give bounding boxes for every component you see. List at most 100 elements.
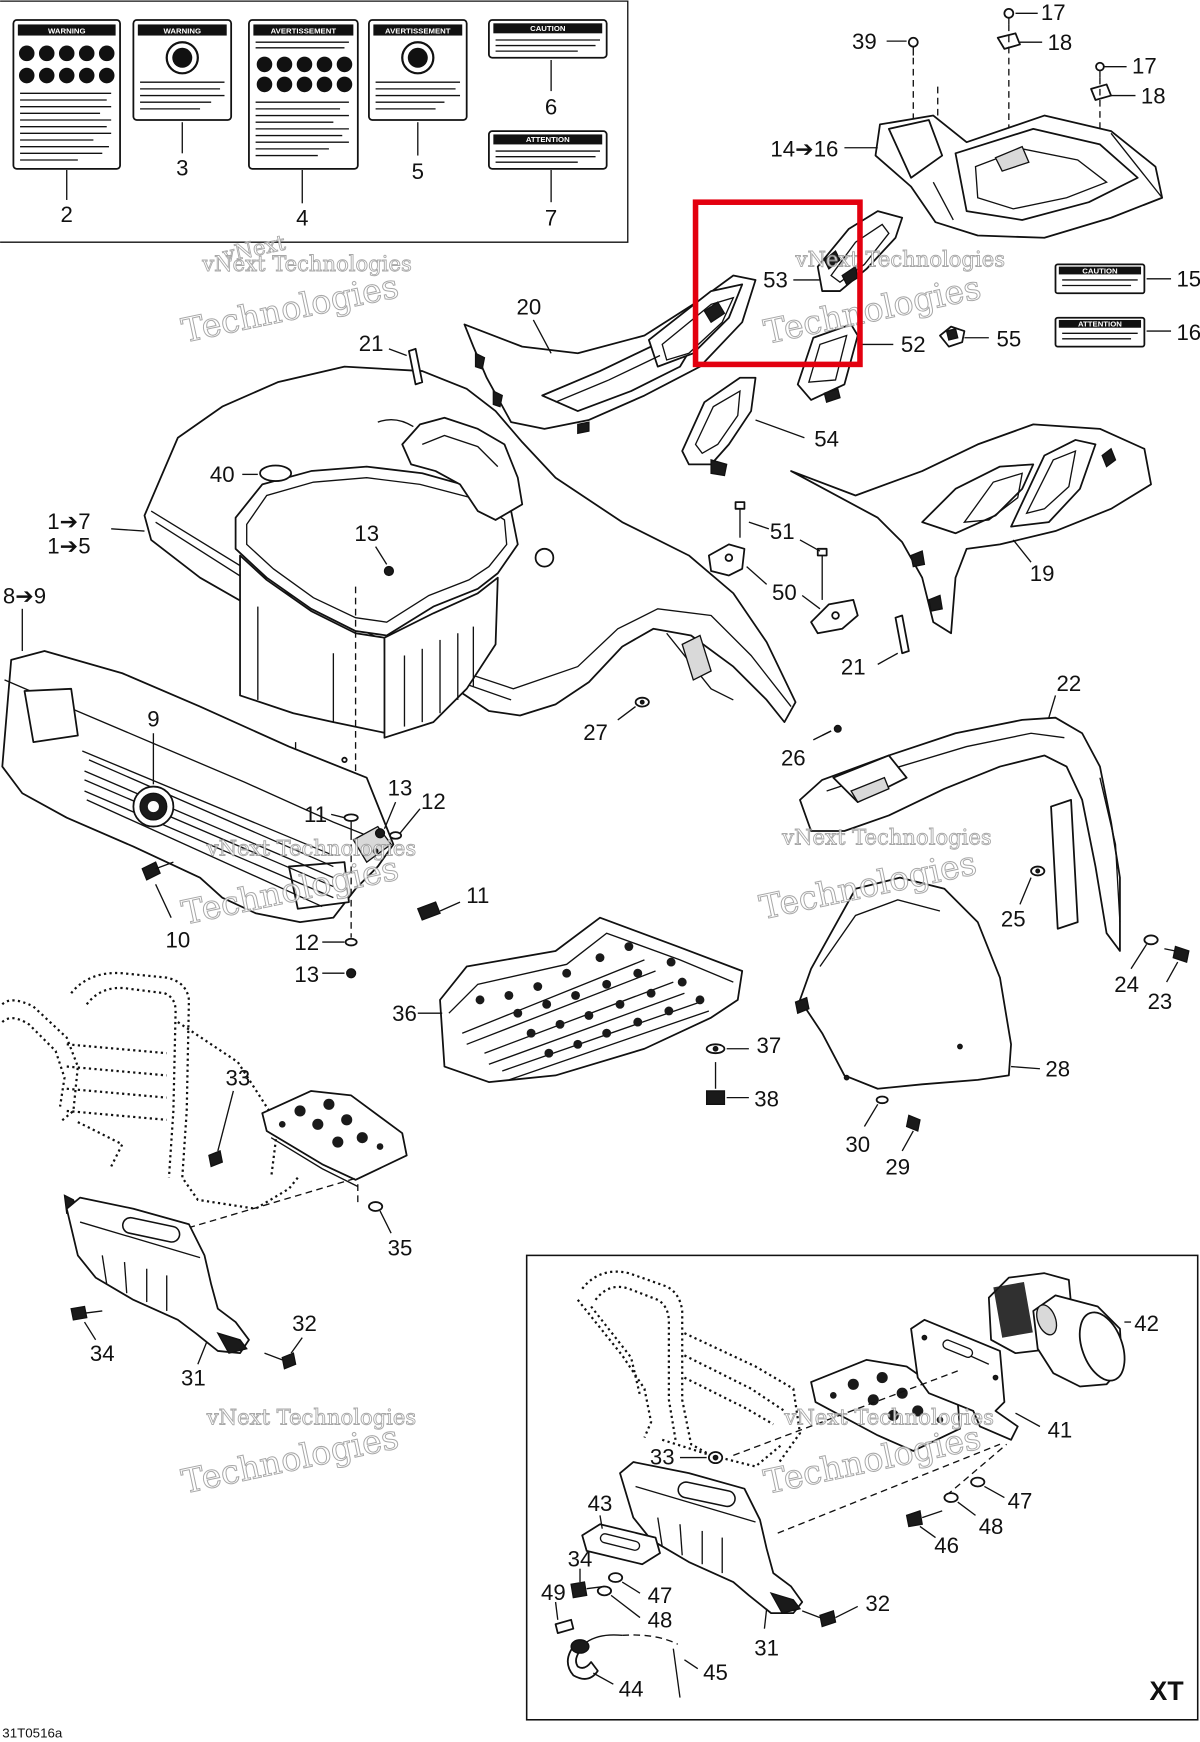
screw-29[interactable] <box>905 1114 921 1132</box>
bolt-38[interactable] <box>705 1062 726 1105</box>
cable-45[interactable] <box>622 1634 681 1698</box>
callout-24[interactable]: 24 <box>1114 972 1139 997</box>
callout-33a[interactable]: 33 <box>225 1065 250 1090</box>
callout-10[interactable]: 10 <box>165 928 190 953</box>
winch-42[interactable] <box>987 1272 1133 1388</box>
callout-34b[interactable]: 34 <box>568 1546 593 1571</box>
side-panel-19[interactable] <box>790 423 1152 635</box>
front-fender-body[interactable] <box>143 365 797 764</box>
callout-54[interactable]: 54 <box>814 427 839 452</box>
decal-5[interactable]: AVERTISSEMENT <box>368 19 468 121</box>
rear-storage-14-16[interactable] <box>874 114 1164 239</box>
clip-18b[interactable] <box>1090 83 1112 101</box>
callout-36[interactable]: 36 <box>392 1001 417 1026</box>
footrest-36[interactable] <box>439 916 744 1083</box>
nut-13c[interactable] <box>346 968 357 979</box>
callout-33b[interactable]: 33 <box>650 1444 675 1469</box>
washer-48a[interactable] <box>943 1492 959 1503</box>
callout-12a[interactable]: 12 <box>421 789 446 814</box>
callout-43[interactable]: 43 <box>588 1491 613 1516</box>
callout-1-5[interactable]: 1➔5 <box>47 533 90 558</box>
callout-16[interactable]: 16 <box>1176 320 1200 345</box>
callout-19[interactable]: 19 <box>1030 561 1055 586</box>
xt-bumper-bar-dotted[interactable] <box>576 1270 802 1468</box>
decal-16[interactable]: ATTENTION <box>1054 316 1146 348</box>
washer-30[interactable] <box>875 1095 889 1105</box>
callout-1-7[interactable]: 1➔7 <box>47 509 90 534</box>
callout-22[interactable]: 22 <box>1056 671 1081 696</box>
callout-47a[interactable]: 47 <box>1008 1489 1033 1514</box>
callout-14-16[interactable]: 14➔16 <box>770 137 838 162</box>
spacer-33a[interactable] <box>208 1150 224 1168</box>
rear-fender-22[interactable] <box>799 716 1121 952</box>
screw-32b[interactable] <box>801 1610 837 1628</box>
washer-24[interactable] <box>1143 934 1159 946</box>
skid-plate-31a[interactable] <box>63 1194 250 1355</box>
screw-17a[interactable] <box>1003 7 1015 25</box>
screw-32a[interactable] <box>264 1352 297 1370</box>
bolt-51b[interactable] <box>816 547 828 600</box>
callout-6[interactable]: 6 <box>545 94 557 119</box>
callout-20[interactable]: 20 <box>517 294 542 319</box>
side-panel-20[interactable] <box>463 274 757 435</box>
callout-32a[interactable]: 32 <box>292 1311 317 1336</box>
screw-23[interactable] <box>1164 945 1190 963</box>
front-bumper-8[interactable] <box>1 650 395 923</box>
callout-18a[interactable]: 18 <box>1048 30 1073 55</box>
clip-55[interactable] <box>939 325 966 348</box>
callout-31a[interactable]: 31 <box>181 1365 206 1390</box>
winch-bracket-41[interactable] <box>910 1318 1019 1441</box>
bolt-10[interactable] <box>141 861 174 881</box>
callout-40[interactable]: 40 <box>210 462 235 487</box>
callout-52[interactable]: 52 <box>901 332 926 357</box>
callout-8-9[interactable]: 8➔9 <box>3 583 46 608</box>
bracket-50b[interactable] <box>810 599 859 635</box>
callout-27[interactable]: 27 <box>583 720 608 745</box>
nut-13a[interactable] <box>383 565 395 577</box>
pin-21b[interactable] <box>894 614 910 655</box>
callout-46[interactable]: 46 <box>934 1533 959 1558</box>
decal-6[interactable]: CAUTION <box>488 19 608 59</box>
callout-50[interactable]: 50 <box>772 580 797 605</box>
bumper-bar-dotted[interactable] <box>1 971 299 1210</box>
callout-13c[interactable]: 13 <box>294 962 319 987</box>
callout-47b[interactable]: 47 <box>648 1583 673 1608</box>
callout-35[interactable]: 35 <box>388 1235 413 1260</box>
washer-35[interactable] <box>368 1201 384 1212</box>
callout-25[interactable]: 25 <box>1001 907 1026 932</box>
callout-44[interactable]: 44 <box>619 1676 644 1701</box>
callout-9[interactable]: 9 <box>147 707 159 732</box>
callout-53[interactable]: 53 <box>763 268 788 293</box>
skid-plate-31b[interactable] <box>619 1461 804 1615</box>
callout-3[interactable]: 3 <box>176 156 188 181</box>
callout-38[interactable]: 38 <box>754 1087 779 1112</box>
inner-fender-28[interactable] <box>794 876 1012 1090</box>
bolt-46[interactable] <box>905 1510 943 1528</box>
callout-31b[interactable]: 31 <box>754 1635 779 1660</box>
callout-34a[interactable]: 34 <box>90 1341 115 1366</box>
screw-34a[interactable] <box>70 1305 103 1321</box>
grille-54[interactable] <box>681 376 757 477</box>
screw-39[interactable] <box>907 36 919 56</box>
callout-4[interactable]: 4 <box>296 206 308 231</box>
callout-15[interactable]: 15 <box>1176 267 1200 292</box>
washer-48b[interactable] <box>596 1585 612 1597</box>
callout-29[interactable]: 29 <box>885 1154 910 1179</box>
callout-23[interactable]: 23 <box>1148 989 1173 1014</box>
washer-27[interactable] <box>634 696 650 708</box>
callout-49[interactable]: 49 <box>541 1580 566 1605</box>
callout-21b[interactable]: 21 <box>841 654 866 679</box>
callout-32b[interactable]: 32 <box>865 1591 890 1616</box>
decal-4[interactable]: AVERTISSEMENT <box>248 19 359 170</box>
pin-49[interactable] <box>554 1618 575 1635</box>
callout-18b[interactable]: 18 <box>1141 83 1166 108</box>
washer-47b[interactable] <box>607 1572 624 1583</box>
callout-42[interactable]: 42 <box>1134 1311 1159 1336</box>
callout-41[interactable]: 41 <box>1048 1418 1073 1443</box>
mounting-plate[interactable] <box>261 1090 408 1188</box>
washer-37[interactable] <box>705 1043 726 1055</box>
pin-21a[interactable] <box>408 347 424 386</box>
callout-55[interactable]: 55 <box>996 327 1021 352</box>
callout-45[interactable]: 45 <box>703 1660 728 1685</box>
callout-2[interactable]: 2 <box>61 202 73 227</box>
